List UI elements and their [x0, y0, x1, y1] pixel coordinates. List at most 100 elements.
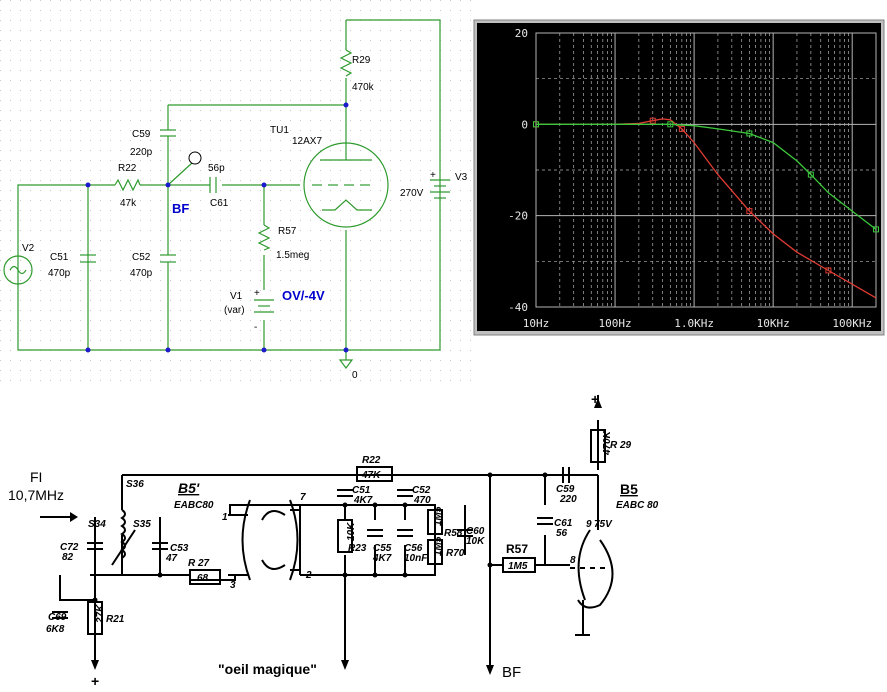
r57-value: 1M5 [508, 561, 528, 572]
probe-value: 56p [208, 163, 225, 174]
tu1-value: 12AX7 [292, 136, 322, 147]
xtick-label: 100KHz [832, 317, 872, 330]
c51-capacitor [80, 254, 96, 263]
c59-label: C59 [556, 484, 575, 495]
tu1-tube [303, 140, 389, 228]
c59-value: 220 [559, 494, 577, 505]
c51-value: 470p [48, 268, 71, 279]
r57-value: 1.5meg [276, 250, 309, 261]
c51-capacitor [337, 489, 353, 497]
c72-value: 82 [62, 552, 74, 563]
c53-value: 47 [165, 553, 178, 564]
b5-prime-tube [228, 499, 300, 581]
c56-label: C56 [404, 543, 423, 554]
v2-label: V2 [22, 243, 35, 254]
transformer-coil [111, 509, 136, 566]
c59-label: C59 [132, 129, 151, 140]
r29-label: R29 [352, 55, 371, 66]
c52-label: C52 [412, 485, 431, 496]
c51-label: C51 [50, 252, 69, 263]
c60-value: 10K [466, 536, 485, 547]
wire [17, 19, 441, 351]
s36-label: S36 [126, 479, 144, 490]
tu1-label: TU1 [270, 125, 289, 136]
c61-capacitor [209, 177, 217, 193]
c56-value: 10nF [404, 553, 428, 564]
r22-resistor [114, 178, 141, 192]
c56-capacitor [397, 529, 413, 537]
pin2-label: 2 [305, 570, 312, 581]
plot-frame [535, 32, 877, 308]
r27-value: 68 [197, 573, 209, 584]
xtick-label: 1.0KHz [674, 317, 714, 330]
fi-label: FI [30, 469, 42, 485]
r23-value: 10K [346, 522, 357, 541]
r29-value: 470k [352, 82, 375, 93]
c59-value: 220p [130, 147, 153, 158]
c60-capacitor [457, 529, 473, 537]
c72-capacitor [87, 542, 103, 550]
s35-label: S35 [133, 519, 151, 530]
xtick-label: 10KHz [757, 317, 790, 330]
plus-top-label: + [591, 391, 599, 407]
ytick-label: -40 [508, 301, 528, 314]
r23-label: R23 [348, 543, 367, 554]
c52-value: 470 [413, 495, 431, 506]
r70-value: 1M5 [433, 536, 444, 556]
r57-label: R57 [506, 542, 528, 556]
r22-label: R22 [118, 163, 137, 174]
r58-resistor [427, 509, 443, 535]
series-marker-red [649, 117, 656, 124]
ytick-label: -20 [508, 210, 528, 223]
pin8-label: 8 [570, 555, 576, 566]
r21-value: 27K [95, 604, 106, 624]
ytick-label: 0 [521, 118, 528, 131]
voltage-label: 75V [594, 519, 613, 530]
c55-value: 4K7 [372, 553, 392, 564]
v2-source [3, 255, 33, 285]
plot-lines [533, 117, 879, 299]
series-marker-green [746, 130, 753, 137]
schematic-junctions [92, 472, 548, 603]
v1-minus: - [254, 322, 257, 333]
plus-bottom-label: + [91, 673, 99, 689]
pin1-label: 1 [222, 512, 228, 523]
c52-value: 470p [130, 268, 153, 279]
b5-type: EABC 80 [616, 500, 659, 511]
pin7-label: 7 [300, 492, 306, 503]
s34-label: S34 [88, 519, 106, 530]
r57-label: R57 [278, 226, 297, 237]
r29-resistor [590, 429, 606, 463]
r29-label: R 29 [610, 440, 632, 451]
r22-label: R22 [362, 455, 381, 466]
c53-label: C53 [170, 543, 189, 554]
oeil-magique-label: "oeil magique" [218, 661, 317, 677]
c60-label: C60 [466, 526, 485, 537]
arrow-icon [70, 398, 602, 675]
series-line-green [536, 123, 877, 230]
v3-value: 270V [400, 188, 424, 199]
c55-capacitor [367, 529, 383, 537]
r21-label: R21 [106, 614, 125, 625]
r70-resistor [427, 539, 443, 565]
ground-label: 0 [352, 370, 358, 381]
r57-resistor [502, 557, 536, 573]
b5-prime-type: EABC80 [174, 500, 214, 511]
r27-label: R 27 [188, 558, 210, 569]
r57-resistor [257, 224, 271, 251]
c52-capacitor [160, 254, 176, 270]
c72-label: C72 [60, 542, 79, 553]
c69-value: 6K8 [46, 624, 65, 635]
v1-label: V1 [230, 291, 243, 302]
c51-label: C51 [352, 485, 371, 496]
bf-output-label: BF [502, 664, 521, 681]
b5-tube [570, 529, 614, 609]
pin9-label: 9 [586, 519, 592, 530]
v1-plus: + [254, 288, 260, 299]
r29-value: 470K [602, 430, 613, 456]
b5-label: B5 [620, 481, 638, 497]
